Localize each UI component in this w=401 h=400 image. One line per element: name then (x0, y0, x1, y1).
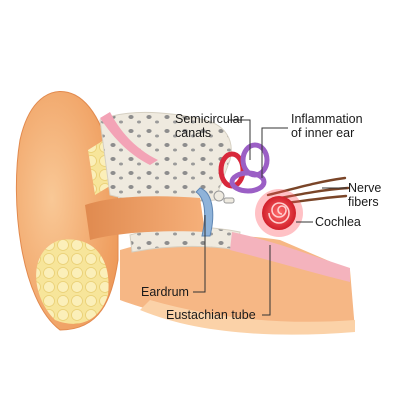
leader-lines (193, 119, 347, 316)
pinna-fat (36, 239, 109, 324)
ossicle (213, 190, 225, 202)
label-line: canals (175, 126, 212, 140)
membrane-stripe (100, 112, 158, 165)
semicircular-canals (218, 142, 270, 194)
label-inflammation: Inflammation of inner ear (291, 112, 363, 140)
label-semicircular-canals: Semicircular canals (175, 112, 244, 140)
ear-canal (85, 196, 205, 240)
lower-tissue-light (140, 300, 355, 335)
label-line: fibers (348, 195, 379, 209)
label-nerve-fibers: Nerve fibers (348, 181, 381, 209)
label-line: Inflammation (291, 112, 363, 126)
cochlea (255, 189, 303, 237)
label-line: of inner ear (291, 126, 355, 140)
eardrum (195, 187, 214, 237)
eustachian-tube (230, 232, 350, 282)
upper-bone (99, 111, 232, 206)
label-eustachian-tube: Eustachian tube (166, 308, 256, 322)
label-line: Nerve (348, 181, 382, 195)
label-cochlea: Cochlea (315, 215, 361, 229)
ossicle-2 (223, 197, 235, 204)
label-line: Semicircular (175, 112, 244, 126)
label-eardrum: Eardrum (141, 285, 189, 299)
